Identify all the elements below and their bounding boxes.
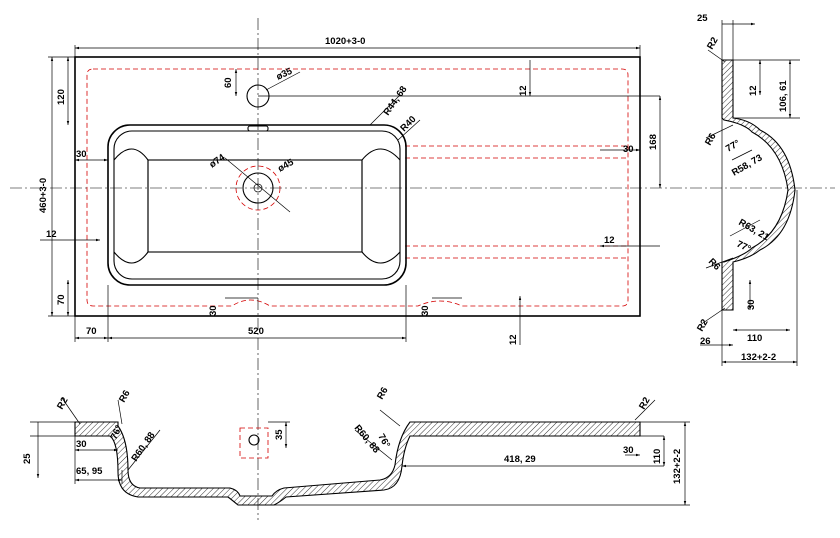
side-26: 26 bbox=[700, 336, 711, 347]
dim-30-right: 30 bbox=[623, 144, 634, 155]
dim-phi74: ø74 bbox=[207, 152, 227, 171]
dim-30-bot1: 30 bbox=[208, 305, 219, 316]
front-r2-left: R2 bbox=[55, 395, 71, 411]
front-r6-right: R6 bbox=[375, 385, 391, 401]
front-41829: 418, 29 bbox=[504, 454, 536, 465]
dim-60: 60 bbox=[223, 77, 234, 88]
side-r6-bot: R6 bbox=[706, 256, 722, 272]
dim-12-bottom: 12 bbox=[508, 334, 519, 345]
dim-12-top: 12 bbox=[518, 85, 529, 96]
front-r6088-left: R60, 88 bbox=[129, 430, 157, 464]
plan-view bbox=[10, 18, 835, 520]
side-30: 30 bbox=[746, 299, 757, 310]
front-132: 132+2-2 bbox=[672, 449, 683, 484]
dim-r40: R40 bbox=[398, 114, 418, 134]
dim-168: 168 bbox=[648, 134, 659, 150]
front-r6-left: R6 bbox=[117, 388, 133, 404]
side-12: 12 bbox=[748, 85, 759, 96]
front-35: 35 bbox=[274, 429, 285, 440]
dim-hole35: ø35 bbox=[275, 66, 295, 83]
side-r6-top: R6 bbox=[703, 131, 719, 147]
dim-30-left: 30 bbox=[76, 149, 87, 160]
dim-12-left: 12 bbox=[46, 229, 57, 240]
front-30-right: 30 bbox=[623, 445, 634, 456]
dim-top-width: 1020+3-0 bbox=[325, 36, 365, 47]
side-10661: 106, 61 bbox=[778, 80, 789, 112]
dim-70-bottom: 70 bbox=[86, 326, 97, 337]
dim-depth: 460+3-0 bbox=[38, 178, 49, 213]
dim-120: 120 bbox=[56, 89, 67, 105]
side-view bbox=[699, 20, 800, 366]
dimension-labels: 1020+3-0 460+3-0 120 60 ø35 R44, 68 R40 … bbox=[22, 13, 789, 484]
dim-70-left: 70 bbox=[56, 294, 67, 305]
dim-12-right: 12 bbox=[604, 235, 615, 246]
front-30: 30 bbox=[76, 439, 87, 450]
side-r5873: R58, 73 bbox=[730, 152, 764, 178]
side-25: 25 bbox=[697, 13, 708, 24]
front-view bbox=[30, 397, 690, 506]
side-r2-bot: R2 bbox=[695, 317, 711, 333]
side-110: 110 bbox=[747, 333, 762, 344]
front-r2-right: R2 bbox=[637, 395, 653, 411]
dim-r4468: R44, 68 bbox=[381, 84, 409, 118]
side-r2-top: R2 bbox=[705, 35, 721, 51]
dim-30-bot2: 30 bbox=[420, 305, 431, 316]
side-77-top: 77° bbox=[724, 138, 742, 155]
dim-520: 520 bbox=[248, 326, 264, 337]
dim-phi45: ø45 bbox=[276, 157, 296, 175]
front-25: 25 bbox=[22, 453, 33, 464]
side-132: 132+2-2 bbox=[741, 352, 776, 363]
front-6595: 65, 95 bbox=[76, 466, 103, 477]
front-110: 110 bbox=[652, 449, 663, 464]
